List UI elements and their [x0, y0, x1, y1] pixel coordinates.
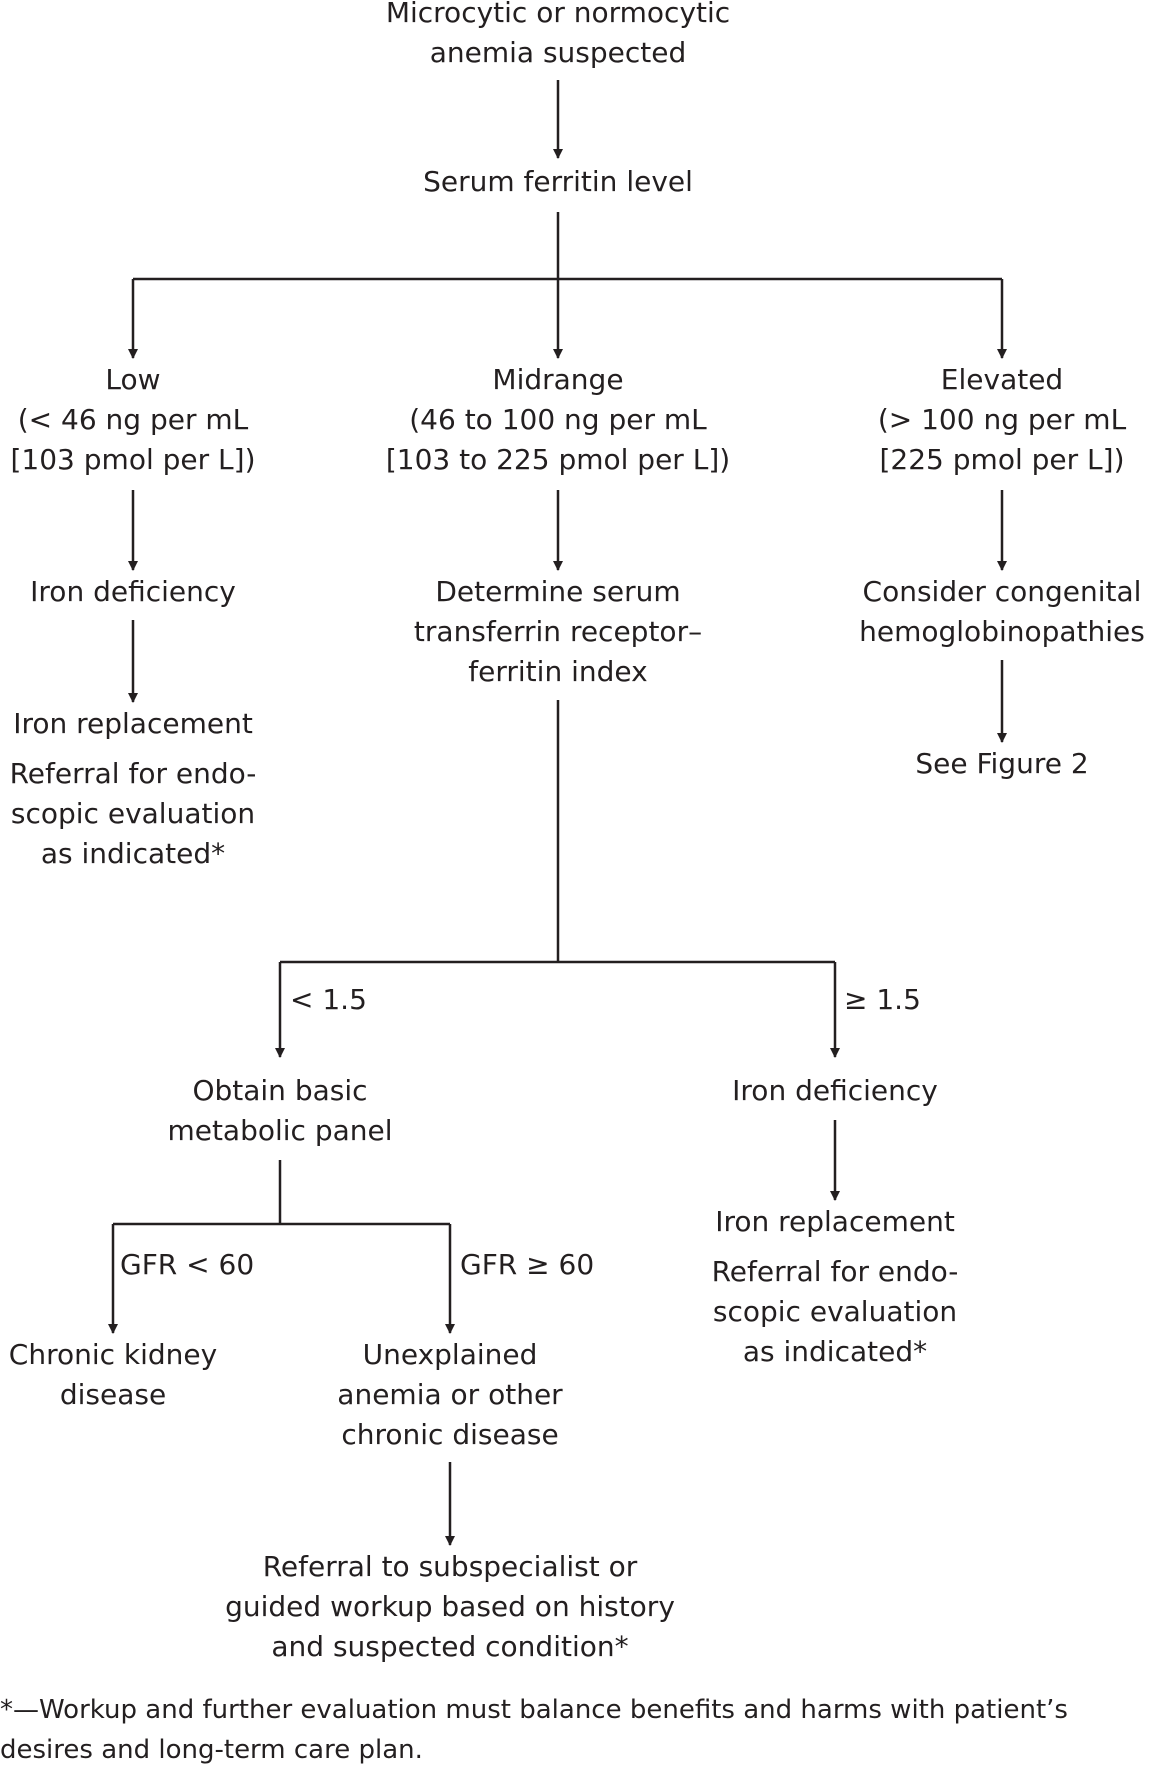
node-unexplained-anemia: Unexplained anemia or other chronic dise… [337, 1338, 563, 1451]
node-see-figure: See Figure 2 [915, 747, 1089, 780]
node-ferritin-low: Low (< 46 ng per mL [103 pmol per L]) [10, 363, 256, 476]
edge-label-gfr-low: GFR < 60 [120, 1248, 255, 1281]
footnote: *—Workup and further evaluation must bal… [0, 1695, 1068, 1765]
node-iron-replacement-left: Iron replacement Referral for endo- scop… [9, 707, 257, 870]
node-chronic-kidney-disease: Chronic kidney disease [8, 1338, 218, 1411]
edge-label-index-high: ≥ 1.5 [844, 983, 921, 1016]
edge-label-index-low: < 1.5 [290, 983, 367, 1016]
edge-label-gfr-high: GFR ≥ 60 [460, 1248, 595, 1281]
node-ferritin-midrange: Midrange (46 to 100 ng per mL [103 to 22… [385, 363, 731, 476]
node-determine-index: Determine serum transferrin receptor– fe… [413, 575, 703, 688]
node-congenital-hemoglobinopathies: Consider congenital hemoglobinopathies [859, 575, 1145, 648]
node-anemia-suspected: Microcytic or normocytic anemia suspecte… [385, 0, 731, 69]
node-ferritin-elevated: Elevated (> 100 ng per mL [225 pmol per … [877, 363, 1127, 476]
node-iron-deficiency-left: Iron deficiency [30, 575, 236, 608]
node-serum-ferritin: Serum ferritin level [423, 165, 693, 198]
node-subspecialist-referral: Referral to subspecialist or guided work… [225, 1550, 675, 1663]
node-iron-deficiency-right: Iron deficiency [732, 1074, 938, 1107]
node-iron-replacement-right: Iron replacement Referral for endo- scop… [711, 1205, 959, 1368]
node-metabolic-panel: Obtain basic metabolic panel [167, 1074, 393, 1147]
